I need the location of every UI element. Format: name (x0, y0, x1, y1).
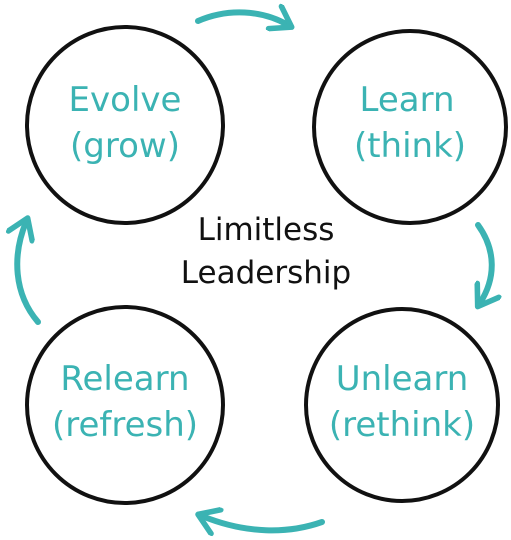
evolve-title: Evolve (69, 80, 182, 120)
circle-relearn (25, 305, 225, 505)
center-title-line2: Leadership (181, 255, 351, 291)
circle-learn (312, 29, 508, 225)
circle-evolve (25, 25, 225, 225)
evolve-subtitle: (grow) (70, 126, 180, 166)
circle-unlearn (304, 307, 500, 503)
relearn-subtitle: (refresh) (52, 405, 198, 445)
arrow-unlearn-to-relearn (202, 516, 325, 530)
unlearn-subtitle: (rethink) (329, 405, 475, 445)
learn-subtitle: (think) (354, 126, 466, 166)
unlearn-title: Unlearn (336, 359, 469, 399)
relearn-title: Relearn (60, 359, 189, 399)
center-title-line1: Limitless (198, 212, 335, 248)
arrow-relearn-to-evolve (17, 222, 41, 325)
learn-title: Learn (359, 80, 454, 120)
arrow-learn-to-unlearn (478, 222, 492, 303)
arrow-evolve-to-learn (195, 12, 288, 25)
